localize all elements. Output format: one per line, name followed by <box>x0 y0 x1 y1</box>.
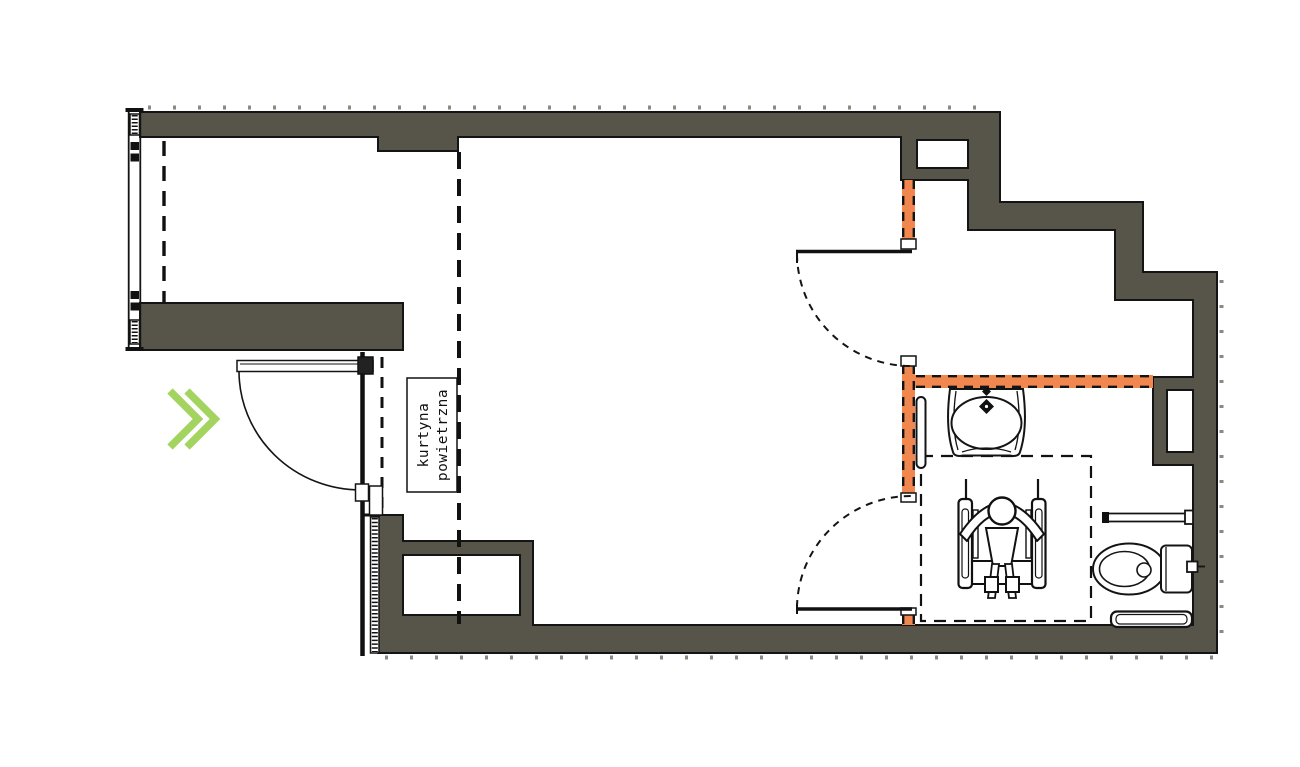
window-bottom-cap <box>125 347 144 351</box>
air-curtain-label: kurtyna powietrzna <box>406 377 458 493</box>
air-curtain-label-line2: powietrzna <box>435 389 451 481</box>
orange-wall-dashed-edges <box>902 180 1152 625</box>
window-top-cap <box>125 108 144 112</box>
toilet-symbol <box>1092 542 1205 596</box>
window-curtain-wall <box>125 108 144 351</box>
basin <box>950 396 1023 450</box>
head <box>987 496 1017 526</box>
air-curtain-label-line1: kurtyna <box>416 403 432 468</box>
air-curtain-label-box <box>406 377 458 493</box>
door-jamb-cap <box>900 355 917 367</box>
flush-valve <box>1186 560 1199 573</box>
orange-wall-horizontal <box>915 375 1153 388</box>
entrance-partition <box>360 352 384 656</box>
upper-interior-door <box>796 249 912 367</box>
highlighted-partition-walls <box>900 180 1153 625</box>
entrance-door-swing-arc <box>238 370 362 491</box>
orange-wall-bottom <box>902 615 915 625</box>
footrest <box>1005 576 1020 593</box>
entrance-door-hinge <box>357 356 374 375</box>
entrance-door-leaf <box>236 359 374 373</box>
wheelchair-user-symbol <box>957 479 1047 599</box>
chevron-icon <box>167 388 204 450</box>
wc-door <box>796 495 912 614</box>
grab-bar-horizontal <box>1102 509 1194 525</box>
orange-wall-top <box>902 180 915 240</box>
main-walls <box>139 111 1218 654</box>
chevron-icon <box>184 388 221 450</box>
window-mullions <box>130 142 139 311</box>
faucet-icon <box>982 387 991 396</box>
entrance-door-strike-jamb <box>354 483 370 502</box>
washbasin-symbol <box>947 387 1026 457</box>
entry-direction-arrows <box>167 388 221 450</box>
door-jamb-cap <box>900 238 917 250</box>
door-jamb-cap <box>900 492 917 503</box>
partition-jamb-cap <box>368 485 384 516</box>
entrance-door <box>236 356 374 502</box>
grab-bar-vertical <box>915 396 927 469</box>
projection-dashed-lines <box>162 141 461 624</box>
footrest <box>984 576 999 593</box>
orange-wall-middle <box>902 365 915 495</box>
wall-hatch-strip <box>369 516 380 654</box>
mat-symbol <box>1109 610 1194 629</box>
entrance-side-wall <box>139 302 404 351</box>
